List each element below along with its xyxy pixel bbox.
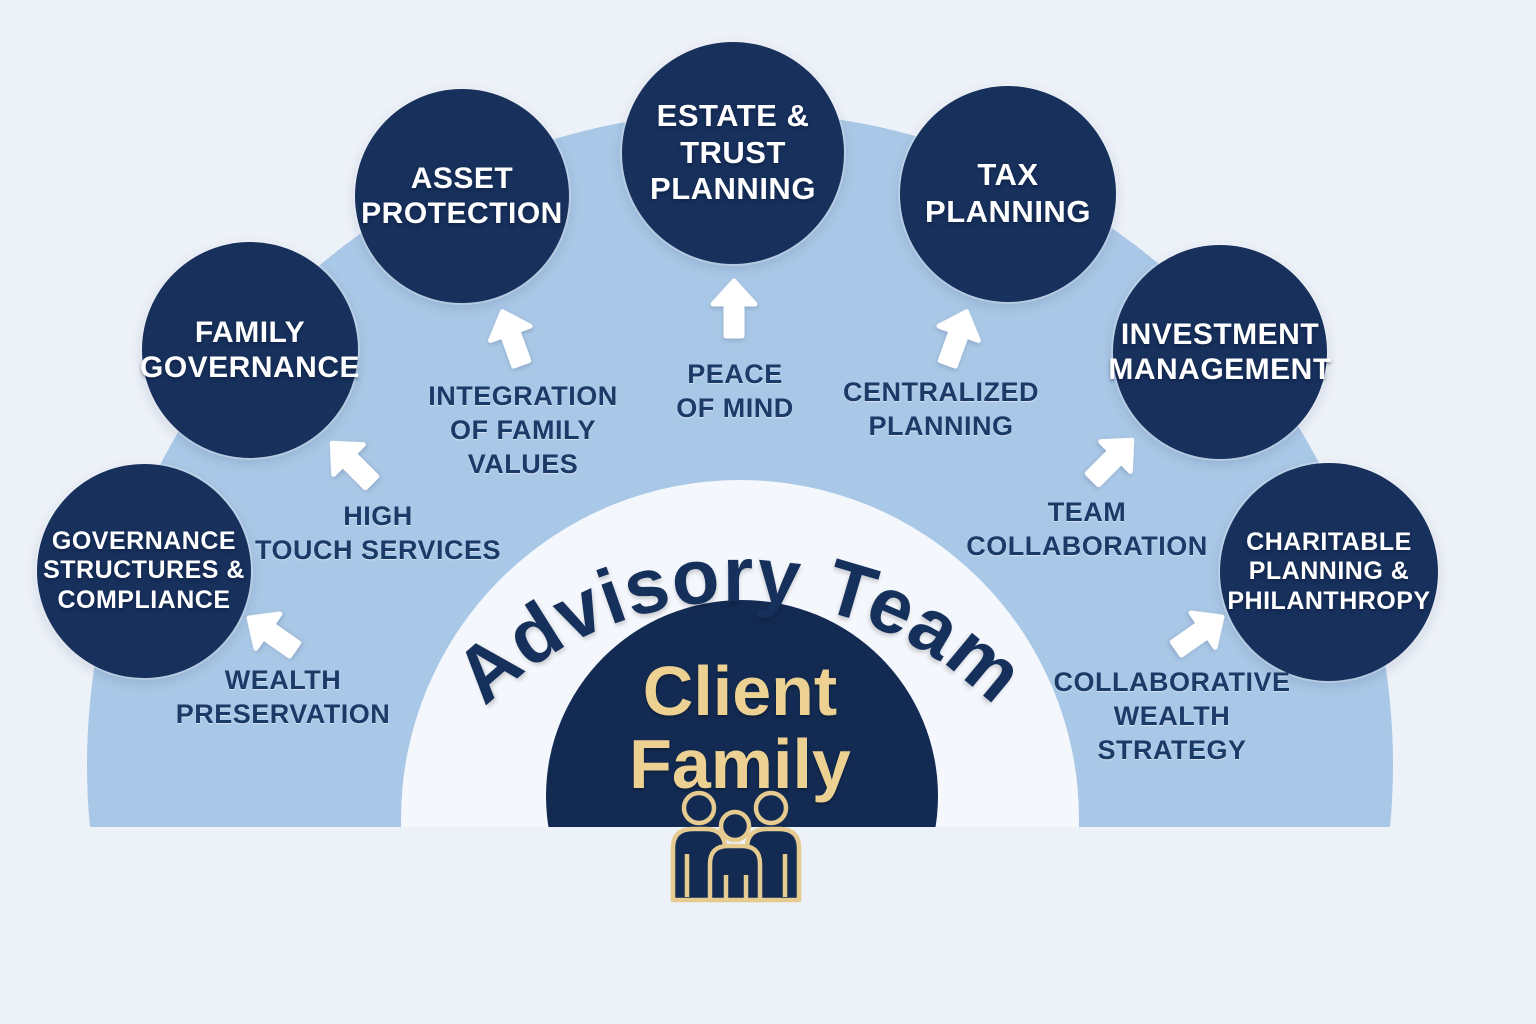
circle-label-line: GOVERNANCE (139, 351, 361, 384)
circle-label-line: PLANNING (925, 194, 1091, 229)
label-collaborative-wealth-strategy: COLLABORATIVE WEALTH STRATEGY (1053, 667, 1291, 765)
circle-label-line: PROTECTION (361, 197, 563, 230)
circle-investment-management: INVESTMENT MANAGEMENT (1108, 245, 1331, 459)
circle-label-line: FAMILY (194, 315, 306, 349)
circle-estate-trust-planning: ESTATE & TRUST PLANNING (622, 42, 844, 264)
circle-label-line: GOVERNANCE (51, 526, 237, 555)
circle-label-line: ASSET (410, 161, 514, 195)
label-high-touch-services: HIGH TOUCH SERVICES (254, 501, 502, 565)
label-wealth-preservation: WEALTH PRESERVATION (175, 665, 391, 729)
circle-charitable-planning-philanthropy: CHARITABLE PLANNING & PHILANTHROPY (1220, 463, 1438, 681)
circle-asset-protection: ASSET PROTECTION (355, 89, 569, 303)
circle-governance-structures-compliance: GOVERNANCE STRUCTURES & COMPLIANCE (37, 464, 251, 678)
circle-label-line: PLANNING (650, 171, 816, 207)
client-family-line: Family (629, 725, 851, 803)
circle-label-line: TAX (977, 157, 1039, 193)
client-family-line: Client (642, 652, 838, 730)
circle-tax-planning: TAX PLANNING (900, 86, 1116, 302)
circle-label-line: INVESTMENT (1120, 317, 1320, 351)
label-peace-of-mind: PEACE OF MIND (676, 359, 794, 423)
circle-label-line: TRUST (680, 134, 786, 170)
arrow-peace-of-mind-icon (710, 278, 758, 340)
family-icon (670, 790, 802, 903)
circle-label-line: PLANNING & (1248, 557, 1410, 586)
circle-label-line: MANAGEMENT (1108, 353, 1332, 386)
circle-label-line: ESTATE & (656, 98, 810, 134)
circle-label-line: PHILANTHROPY (1227, 586, 1431, 615)
circle-label-line: COMPLIANCE (57, 585, 231, 614)
label-team-collaboration: TEAM COLLABORATION (966, 497, 1208, 561)
label-integration-of-family-values: INTEGRATION OF FAMILY VALUES (428, 381, 618, 479)
client-family-label: Client Family (590, 655, 890, 801)
circle-label-line: CHARITABLE (1246, 527, 1412, 556)
label-centralized-planning: CENTRALIZED PLANNING (843, 377, 1039, 441)
circle-family-governance: FAMILY GOVERNANCE (139, 242, 361, 458)
circle-label-line: STRUCTURES & (43, 556, 245, 585)
